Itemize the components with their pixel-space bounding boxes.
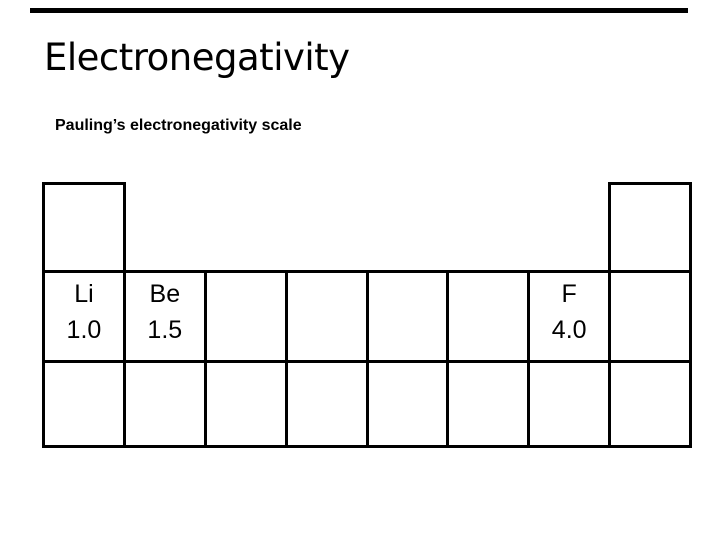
empty-region [286,184,367,272]
element-symbol: F [561,279,577,308]
empty-cell [446,360,531,448]
empty-region [367,184,448,272]
empty-cell [122,360,207,448]
empty-cell [42,360,126,448]
element-cell-empty-5 [365,270,450,363]
element-cell-li: Li 1.0 [42,270,126,363]
element-cell-empty-6 [446,270,531,363]
element-cell-empty-3 [203,270,288,363]
element-cell-f: F 4.0 [527,270,612,363]
helium-position-cell [608,182,692,273]
electronegativity-value: 4.0 [551,315,587,344]
hydrogen-position-cell [42,182,126,273]
element-cell-empty-4 [284,270,369,363]
page-title: Electronegativity [44,36,350,79]
empty-cell [284,360,369,448]
empty-region [205,184,286,272]
empty-cell [203,360,288,448]
empty-region [529,184,610,272]
slide-subtitle: Pauling’s electronegativity scale [55,117,302,134]
empty-region [124,184,205,272]
periodic-table-row-3 [42,360,692,448]
periodic-table-diagram: Li 1.0 Be 1.5 [42,182,692,448]
element-symbol: Li [74,279,94,308]
electronegativity-value: 1.5 [147,315,183,344]
element-cell-empty-8 [608,270,692,363]
empty-cell [527,360,612,448]
top-divider-line [30,8,688,13]
element-symbol: Be [149,279,181,308]
electronegativity-value: 1.0 [66,315,102,344]
empty-cell [608,360,692,448]
empty-region [448,184,529,272]
periodic-table-row-1 [42,182,692,273]
periodic-table-row-2: Li 1.0 Be 1.5 [42,270,692,363]
element-cell-be: Be 1.5 [122,270,207,363]
empty-cell [365,360,450,448]
